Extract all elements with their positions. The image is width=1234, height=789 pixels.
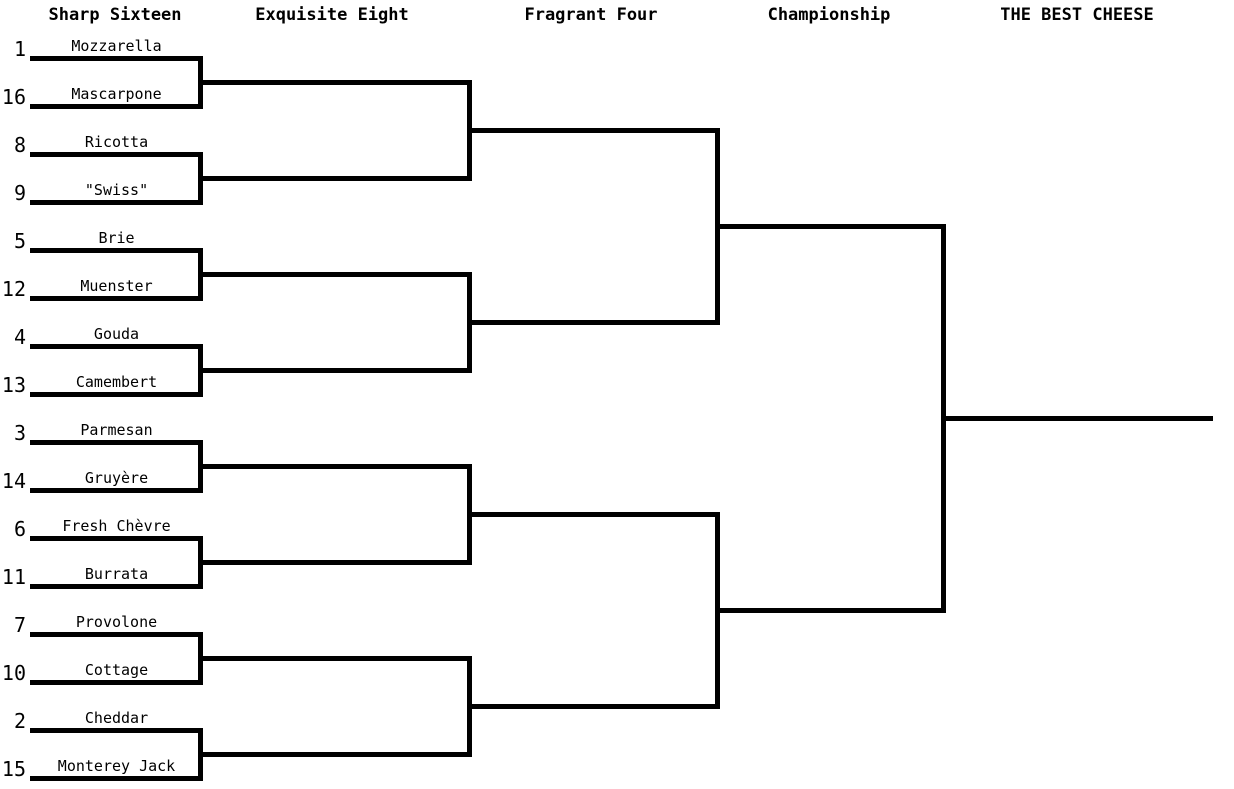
team-name: Mascarpone [71, 85, 162, 103]
seed-number: 10 [1, 661, 26, 685]
seed-number: 12 [1, 277, 26, 301]
team-name: Fresh Chèvre [62, 517, 171, 535]
bracket-line [198, 176, 472, 181]
team-name: Brie [98, 229, 135, 247]
bracket-line [30, 152, 203, 157]
team-name: Ricotta [84, 133, 149, 151]
round-header-best-cheese: THE BEST CHEESE [1000, 5, 1154, 25]
team-name: Gouda [93, 325, 140, 343]
bracket-line [198, 272, 472, 277]
bracket-line [198, 80, 472, 85]
bracket-line [467, 512, 720, 517]
seed-number: 11 [1, 565, 26, 589]
bracket-line [198, 752, 472, 757]
seed-number: 5 [13, 229, 26, 253]
team-name: Burrata [84, 565, 149, 583]
bracket-line [30, 680, 203, 685]
bracket-line [198, 560, 472, 565]
team-name: Provolone [75, 613, 158, 631]
bracket-line [941, 416, 1213, 421]
bracket-line [30, 344, 203, 349]
bracket-line [715, 224, 946, 229]
bracket-line [30, 536, 203, 541]
team-name: Cheddar [84, 709, 149, 727]
seed-number: 16 [1, 85, 26, 109]
team-name: Muenster [80, 277, 153, 295]
team-name: Camembert [75, 373, 158, 391]
bracket-line [198, 368, 472, 373]
bracket-line [30, 440, 203, 445]
team-name: Gruyère [84, 469, 149, 487]
bracket-line [30, 728, 203, 733]
round-header-championship: Championship [767, 5, 891, 25]
bracket-line [30, 776, 203, 781]
seed-number: 8 [13, 133, 26, 157]
team-name: Mozzarella [71, 37, 162, 55]
bracket-line [30, 296, 203, 301]
seed-number: 2 [13, 709, 26, 733]
bracket-line [30, 200, 203, 205]
seed-number: 4 [13, 325, 26, 349]
bracket-line [467, 704, 720, 709]
bracket-line [715, 608, 946, 613]
team-name: "Swiss" [84, 181, 149, 199]
team-name: Cottage [84, 661, 149, 679]
bracket-line [467, 320, 720, 325]
seed-number: 14 [1, 469, 26, 493]
seed-number: 3 [13, 421, 26, 445]
seed-number: 13 [1, 373, 26, 397]
seed-number: 1 [13, 37, 26, 61]
seed-number: 6 [13, 517, 26, 541]
bracket-line [30, 632, 203, 637]
team-name: Monterey Jack [57, 757, 176, 775]
seed-number: 9 [13, 181, 26, 205]
bracket-line [198, 656, 472, 661]
bracket-line [30, 392, 203, 397]
seed-number: 15 [1, 757, 26, 781]
bracket-line [30, 104, 203, 109]
bracket-line [467, 128, 720, 133]
bracket-line [198, 464, 472, 469]
bracket-line [30, 56, 203, 61]
bracket-line [30, 488, 203, 493]
round-header-exquisite-eight: Exquisite Eight [255, 5, 409, 25]
bracket-line [30, 248, 203, 253]
bracket-line [30, 584, 203, 589]
round-header-fragrant-four: Fragrant Four [524, 5, 658, 25]
round-header-sharp-sixteen: Sharp Sixteen [48, 5, 182, 25]
team-name: Parmesan [80, 421, 153, 439]
seed-number: 7 [13, 613, 26, 637]
